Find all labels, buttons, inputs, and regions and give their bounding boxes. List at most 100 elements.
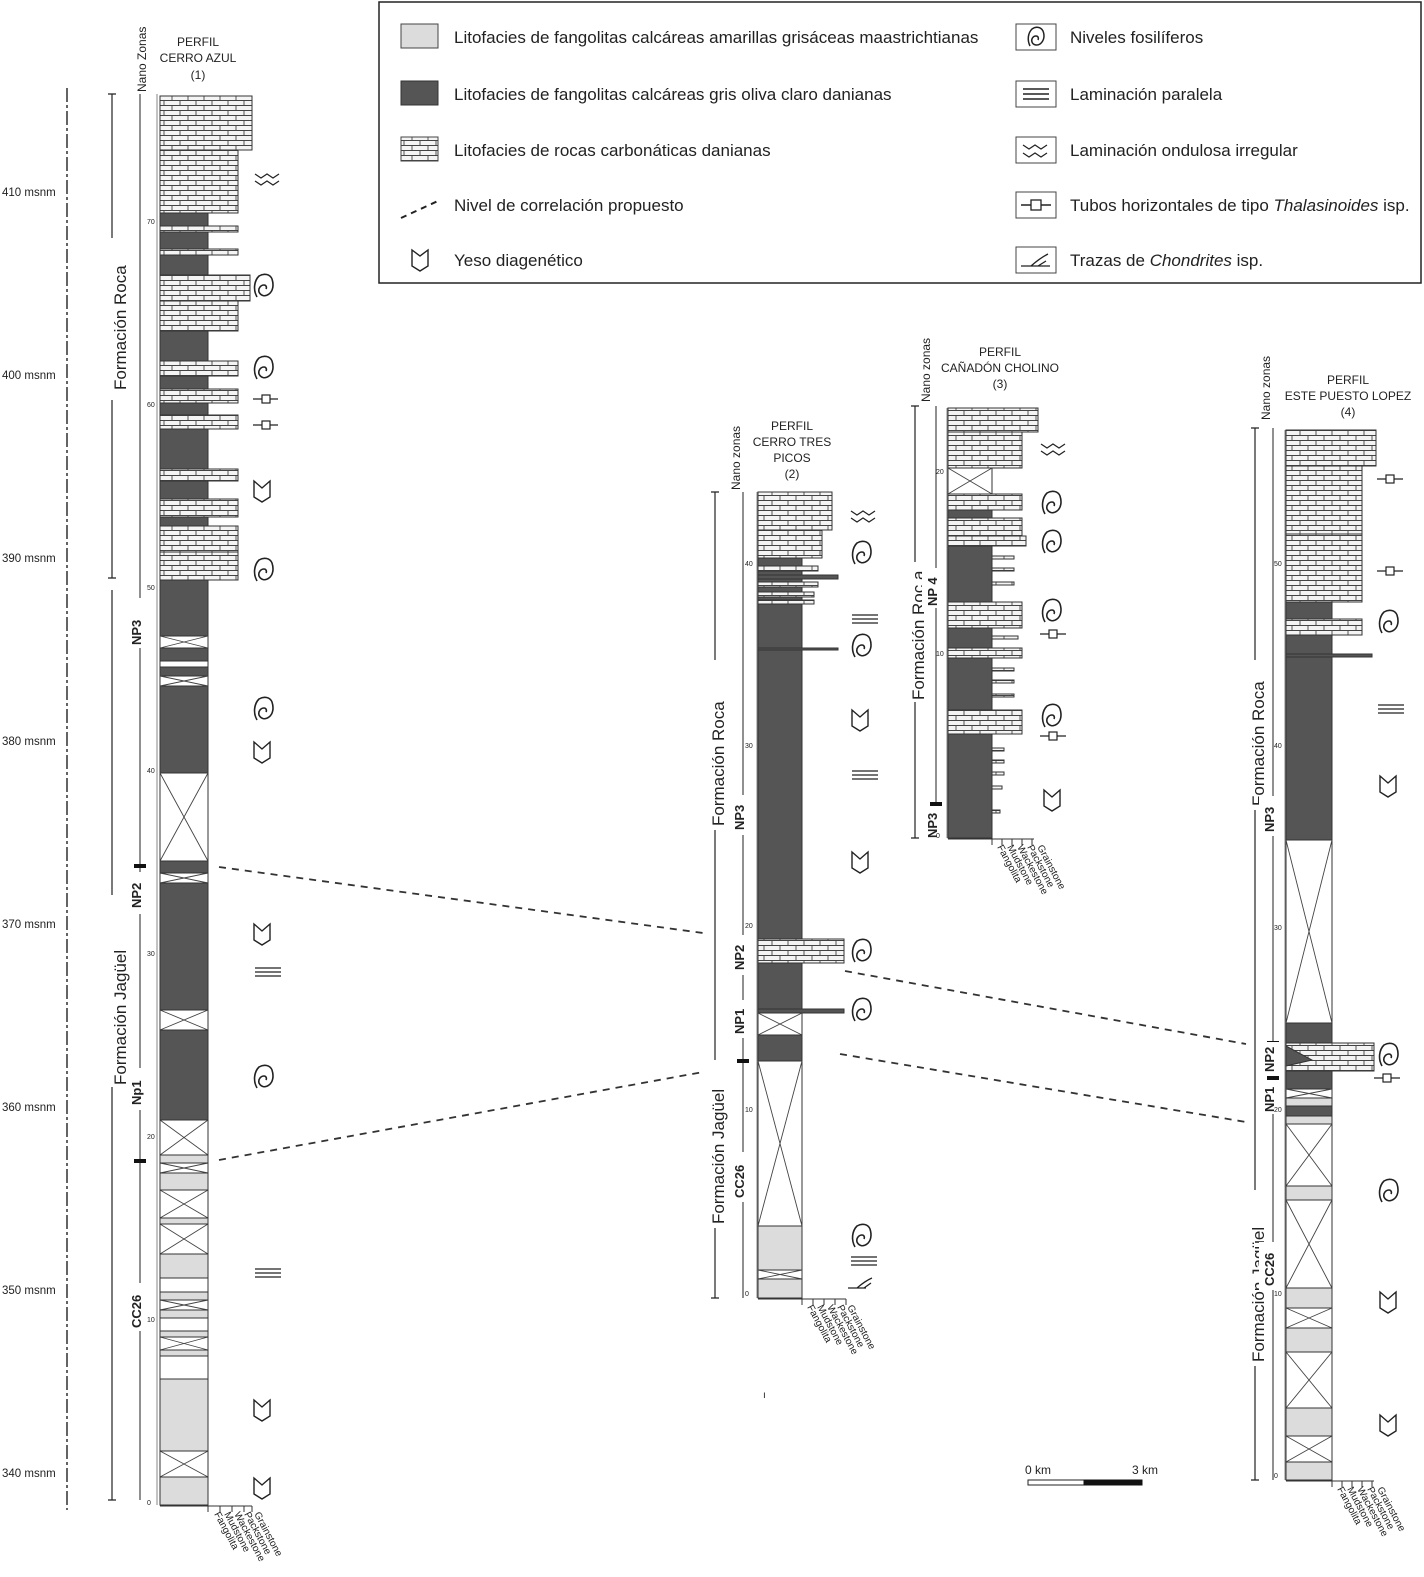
carbonate-bed xyxy=(757,565,819,572)
thickness-tick: 0 xyxy=(147,1500,151,1507)
carbonate-bed xyxy=(159,551,239,581)
thickness-tick: 10 xyxy=(936,651,944,658)
carbonate-bed xyxy=(991,809,1001,814)
carbonate-bed xyxy=(757,491,833,531)
elevation-label: 410 msnm xyxy=(2,187,56,199)
mudstone-bed xyxy=(757,1034,803,1062)
maastrichtian-bed xyxy=(159,1172,209,1191)
carbonate-bed xyxy=(159,274,251,302)
tube-icon xyxy=(1377,474,1403,484)
carbonate-bed xyxy=(159,95,253,151)
gypsum-icon xyxy=(851,850,869,874)
gypsum-icon xyxy=(1379,774,1397,798)
profile-4-formation-roca: Formación Roca xyxy=(1249,681,1268,806)
profile-1-nano-header: Nano Zonas xyxy=(135,27,149,92)
maastrichtian-bed xyxy=(159,1378,209,1452)
profile-2-formation-jaguel: Formación Jagüel xyxy=(709,1089,728,1224)
carbonate-bed xyxy=(757,938,845,964)
maastrichtian-bed xyxy=(1285,1407,1333,1437)
thickness-tick: 50 xyxy=(147,585,155,592)
carbonate-bed xyxy=(991,581,1015,586)
carbonate-bed xyxy=(947,535,1027,547)
profile-4-nano-header: Nano zonas xyxy=(1259,356,1273,420)
carbonate-bed xyxy=(159,248,239,256)
carbonate-bed xyxy=(159,525,239,553)
carbonate-bed xyxy=(991,555,1015,560)
maastrichtian-bed xyxy=(159,1217,209,1225)
carbonate-bed xyxy=(991,747,1005,752)
parallel-lamination-icon xyxy=(1023,88,1049,100)
carbonate-bed xyxy=(947,431,1023,469)
fossil-icon xyxy=(851,633,872,658)
profile-cerro-azul: PERFIL CERRO AZUL (1) Nano Zonas 410 msn… xyxy=(2,27,284,1564)
carbonate-bed xyxy=(991,635,1019,640)
mudstone-bed xyxy=(1285,601,1333,841)
tube-icon xyxy=(1021,199,1051,211)
profile-1-elevation-labels: 410 msnm 400 msnm 390 msnm 380 msnm 370 … xyxy=(2,187,56,1480)
mudstone-bed xyxy=(1285,1022,1333,1044)
profile-4-lithology-column xyxy=(1285,429,1377,1481)
thickness-tick: 30 xyxy=(1274,925,1282,932)
profile-2-zone-np2: NP2 xyxy=(732,945,747,970)
carbonate-bed xyxy=(159,468,239,482)
legend-label-light: Litofacies de fangolitas calcáreas amari… xyxy=(454,28,978,47)
carbonate-bed xyxy=(991,759,1005,764)
thickness-tick: 20 xyxy=(1274,1107,1282,1114)
profile-4-title-line3: (4) xyxy=(1341,405,1356,419)
profile-1-zone-gap xyxy=(126,1068,146,1110)
elevation-label: 340 msnm xyxy=(2,1468,56,1480)
tube-icon xyxy=(1040,629,1066,639)
carbonate-bed xyxy=(159,225,239,233)
profile-4-formation-gap xyxy=(1246,1190,1264,1366)
gypsum-icon xyxy=(253,1398,271,1422)
maastrichtian-bed xyxy=(159,1154,209,1164)
fossil-icon xyxy=(851,938,872,963)
thickness-tick: 40 xyxy=(147,768,155,775)
wavy-lamination-icon xyxy=(1040,443,1066,456)
carbonate-bed xyxy=(1285,465,1363,535)
thickness-tick: 30 xyxy=(147,951,155,958)
mudstone-bed xyxy=(159,212,209,276)
gypsum-icon xyxy=(253,479,271,503)
maastrichtian-bed xyxy=(1285,1287,1333,1309)
profile-1-formation-roca: Formación Roca xyxy=(111,265,130,390)
correlation-lines xyxy=(218,866,1247,1161)
fossil-icon xyxy=(1027,26,1045,47)
mudstone-bed xyxy=(159,330,209,362)
thickness-tick: 50 xyxy=(1274,561,1282,568)
maastrichtian-bed xyxy=(159,1253,209,1279)
profile-2-grain-size-axis: Fangolita Mudstone Wackestone Packstone … xyxy=(758,1298,877,1357)
carbonate-bed xyxy=(757,599,815,605)
mudstone-bed xyxy=(159,516,209,527)
profile-1-zone-cc26: CC26 xyxy=(129,1295,144,1328)
parallel-lamination-icon xyxy=(852,614,878,624)
gypsum-icon xyxy=(851,708,869,732)
profile-4-symbols xyxy=(1374,474,1404,1437)
carbonate-bed xyxy=(947,407,1039,433)
mudstone-bed xyxy=(1285,1070,1333,1090)
thickness-tick: 0 xyxy=(936,833,940,840)
covered-crosses xyxy=(159,635,209,1478)
profile-2-zone-gap xyxy=(729,795,749,835)
profile-2-title-line2: CERRO TRES xyxy=(753,435,831,449)
maastrichtian-bed xyxy=(757,1278,803,1299)
legend-dashed-line xyxy=(400,199,441,219)
scale-bar-right-label: 3 km xyxy=(1132,1463,1158,1477)
profile-3-formation-gap xyxy=(906,562,924,702)
legend-label-tube: Tubos horizontales de tipo Thalasinoides… xyxy=(1070,196,1410,215)
tube-icon xyxy=(253,394,278,404)
mudstone-bed xyxy=(757,1008,845,1014)
elevation-label: 390 msnm xyxy=(2,553,56,565)
profile-3-zone-gap xyxy=(922,568,942,608)
fossil-icon xyxy=(1041,703,1062,728)
scale-bar-black-segment xyxy=(1083,1479,1143,1486)
scale-bar-left-label: 0 km xyxy=(1025,1463,1051,1477)
thickness-tick: 0 xyxy=(1274,1473,1278,1480)
profile-2-formation-gap xyxy=(706,1060,724,1228)
parallel-lamination-icon xyxy=(852,770,878,780)
profile-3-symbols xyxy=(1040,443,1066,812)
profile-1-formation-gap xyxy=(104,238,122,400)
covered-cross xyxy=(1285,1307,1333,1329)
profile-1-zone-gap xyxy=(126,1283,146,1331)
